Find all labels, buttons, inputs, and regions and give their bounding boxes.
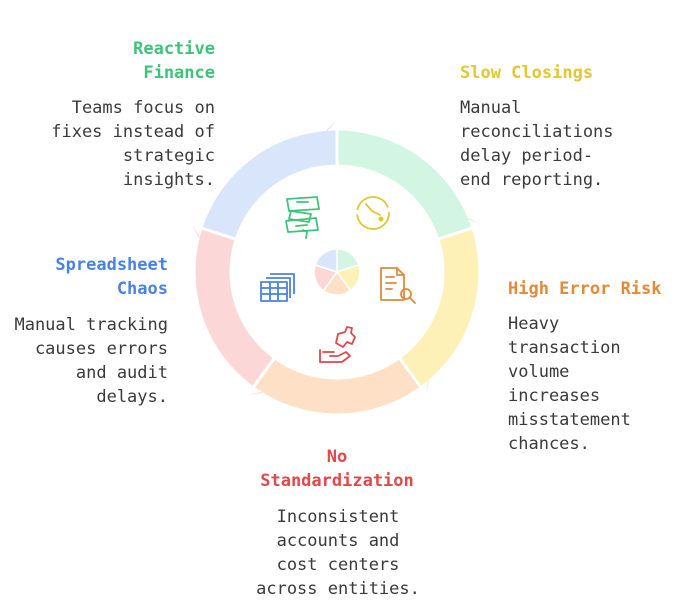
ring-segment-spreadsheet-chaos [199,127,339,242]
desc-line: strategic [122,146,215,166]
desc-line: chances. [508,434,590,454]
spreadsheet-stack-icon [260,273,295,302]
spreadsheet-chaos-title: Spreadsheet Chaos [55,253,168,301]
desc-line: increases [508,386,601,406]
desc-line: delay period- [460,146,594,166]
ring-arrow-spreadsheet-chaos [327,120,337,132]
desc-line: across entities. [256,579,420,599]
desc-line: causes errors [34,339,168,359]
desc-line: volume [508,362,570,382]
desc-line: reconciliations [460,122,614,142]
title-line: No [326,447,348,467]
title-line: Standardization [260,471,414,491]
high-error-risk-description: Heavy transaction volume increases misst… [508,312,631,456]
title-line: Finance [143,63,215,83]
ring-arrow-high-error-risk [247,391,263,395]
ring-arrow-reactive-finance [467,218,482,226]
title-line: High Error Risk [508,279,662,299]
ring-segment-reactive-finance [335,127,475,242]
ring-arrow-slow-closings [426,380,429,395]
desc-line: transaction [508,338,621,358]
slow-closings-title: Slow Closings [460,61,593,85]
ring-segment-slow-closings [397,225,482,390]
title-line: Spreadsheet [55,255,168,275]
title-line: Reactive [133,39,215,59]
reactive-finance-description: Teams focus on fixes instead of strategi… [51,96,215,192]
desc-line: delays. [96,387,168,407]
no-standardization-description: Inconsistent accounts and cost centers a… [218,505,458,601]
clock-delay-icon [356,196,390,230]
title-line: Chaos [116,279,168,299]
desc-line: fixes instead of [51,122,215,142]
no-standardization-title: No Standardization [237,445,437,493]
reactive-finance-title: Reactive Finance [133,37,215,85]
desc-line: Heavy [508,314,560,334]
desc-line: Teams focus on [71,98,215,118]
ring [192,120,482,417]
desc-line: accounts and [276,531,400,551]
ring-segment-high-error-risk [250,355,424,417]
desc-line: and audit [75,363,168,383]
ribbon-certificate-icon [285,196,320,239]
spreadsheet-chaos-description: Manual tracking causes errors and audit … [14,313,168,409]
desc-line: Manual [460,98,522,118]
desc-line: Manual tracking [14,315,168,335]
ring-arrow-no-standardization [192,225,201,238]
desc-line: cost centers [276,555,400,575]
document-search-icon [380,267,416,304]
title-line: Slow Closings [460,63,594,83]
high-error-risk-title: High Error Risk [508,277,662,301]
desc-line: end reporting. [460,170,604,190]
center-pie-icon [313,248,361,296]
pie-slice-spreadsheet-chaos [314,248,338,274]
puzzle-hand-icon [319,326,356,363]
slow-closings-description: Manual reconciliations delay period- end… [460,96,614,192]
desc-line: insights. [122,170,215,190]
ring-segment-no-standardization [192,225,277,390]
desc-line: misstatement [508,410,631,430]
desc-line: Inconsistent [276,507,400,527]
